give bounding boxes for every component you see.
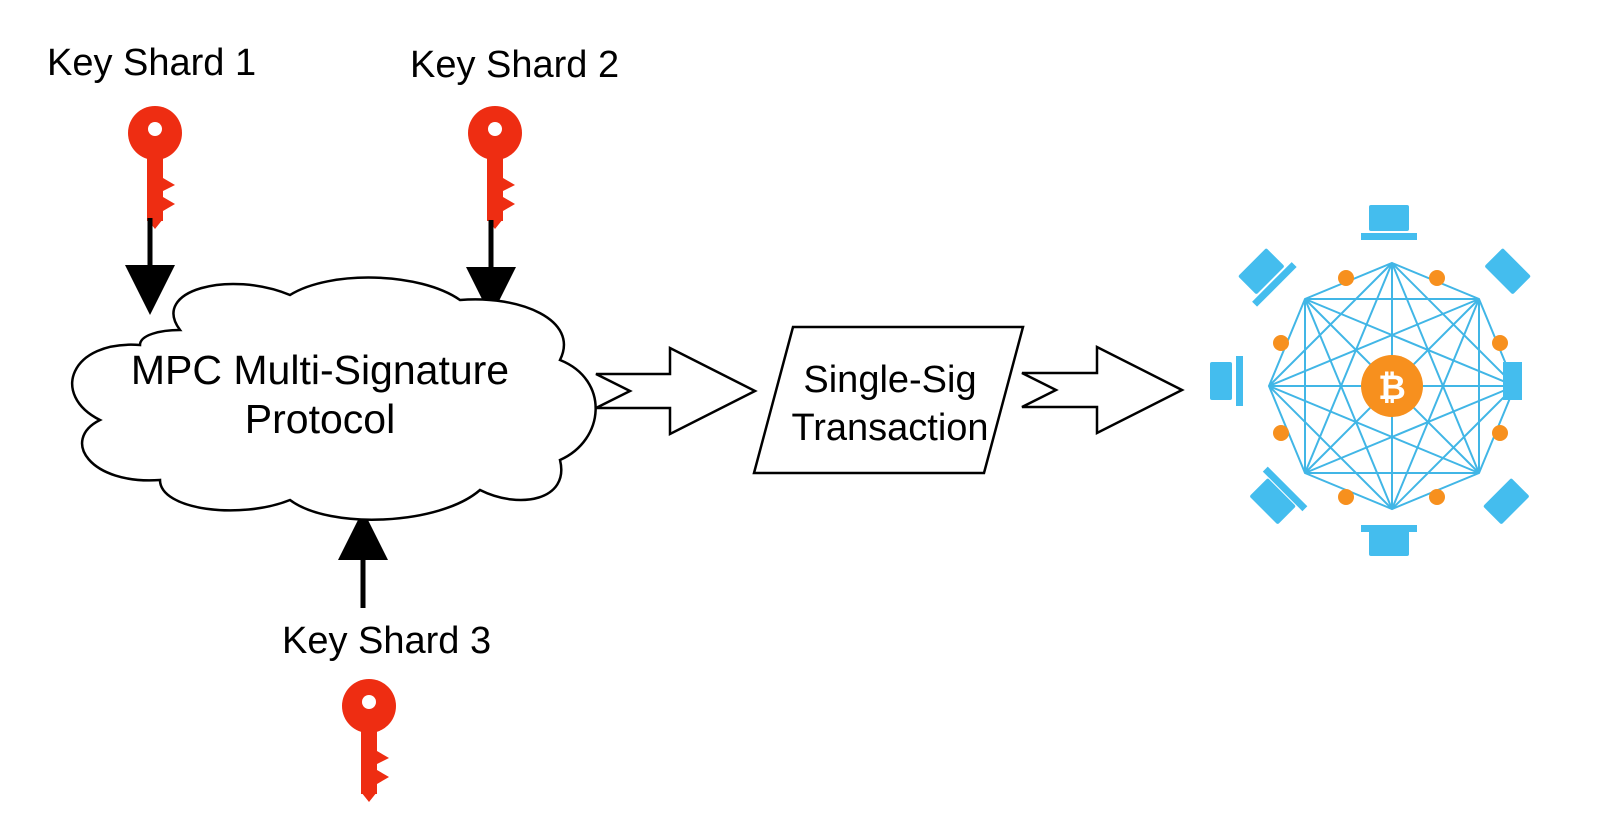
key-shard-1-label: Key Shard 1 <box>47 42 257 84</box>
hollow-arrow-to-transaction <box>595 345 758 437</box>
key-shard-1-icon <box>128 106 182 229</box>
single-sig-transaction-box <box>752 325 1025 475</box>
key-shard-3-icon <box>342 679 396 802</box>
bitcoin-icon <box>1361 355 1423 417</box>
mpc-protocol-line-2: Protocol <box>244 396 396 443</box>
bitcoin-network-icon: ₿ <box>1210 205 1531 556</box>
computer-icons <box>1210 205 1531 556</box>
transaction-line-1: Single-Sig <box>803 359 977 401</box>
hollow-arrow-to-network <box>1021 344 1185 436</box>
mpc-protocol-label: MPC Multi-Signature Protocol <box>60 346 580 444</box>
transaction-line-2: Transaction <box>791 407 989 450</box>
transaction-label: Single-Sig Transaction <box>760 356 1020 453</box>
mpc-protocol-cloud <box>71 276 597 521</box>
key-shard-2-icon <box>468 106 522 229</box>
key-shard-2-label: Key Shard 2 <box>410 44 620 86</box>
mpc-protocol-line-1: MPC Multi-Signature <box>130 347 510 393</box>
key-shard-3-label: Key Shard 3 <box>282 620 492 662</box>
svg-text:₿: ₿ <box>1378 368 1406 408</box>
